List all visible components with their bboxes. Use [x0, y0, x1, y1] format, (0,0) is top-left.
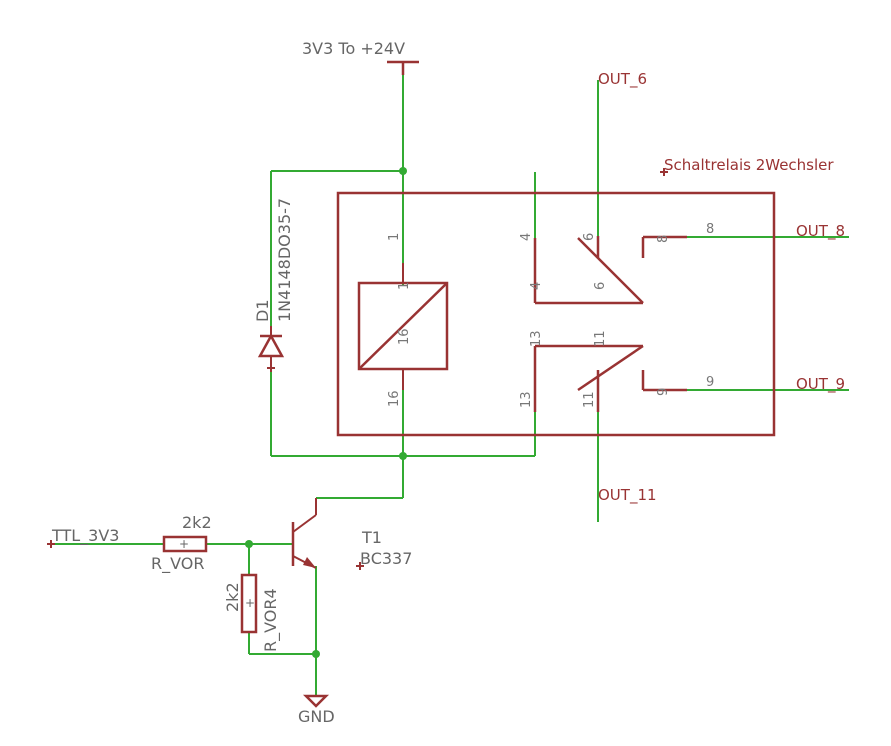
svg-text:+: + [245, 596, 255, 610]
input-origin-cross [47, 540, 55, 548]
relay-title: Schaltrelais 2Wechsler [664, 156, 834, 174]
junction-dot [312, 650, 320, 658]
pin-number: 6 [582, 233, 597, 241]
contact-switch-11 [577, 344, 644, 392]
wires [50, 75, 849, 695]
pin-number: 13 [529, 330, 544, 347]
resistor-r-vor4: + 2k2 R_VOR4 [223, 573, 281, 652]
transistor-name: T1 [361, 528, 382, 547]
junction-dots [245, 167, 407, 658]
pin-number: 6 [593, 282, 608, 290]
relay-outline [336, 191, 776, 437]
supply-label: 3V3 To +24V [302, 39, 405, 58]
diode-d1: D1 1N4148DO35-7 [253, 198, 294, 372]
r-vor4-value: 2k2 [223, 582, 242, 612]
out-6-label: OUT_6 [598, 70, 647, 89]
pin-number: 9 [656, 388, 671, 396]
pin-number: 4 [529, 282, 544, 290]
r-vor-value: 2k2 [182, 513, 212, 532]
pin-number: 16 [397, 328, 412, 345]
relay: Schaltrelais 2Wechsler 1 1 16 16 4 4 6 6… [336, 156, 834, 437]
input-label: TTL_3V3 [51, 526, 119, 546]
svg-text:+: + [179, 537, 189, 551]
out-9-label: OUT_9 [796, 375, 845, 394]
pin-number: 11 [582, 391, 597, 408]
pin-number: 8 [706, 222, 714, 237]
pin-number: 1 [397, 282, 412, 290]
out-11-label: OUT_11 [598, 486, 657, 505]
junction-dot [245, 540, 253, 548]
pin-number: 8 [656, 235, 671, 243]
relay-origin-cross [660, 168, 668, 176]
ground-label: GND [298, 707, 335, 726]
pin-number: 9 [706, 375, 714, 390]
r-vor4-name: R_VOR4 [261, 588, 281, 652]
contact-switch-6 [577, 237, 644, 304]
pin-number: 1 [387, 233, 402, 241]
diode-name: D1 [253, 300, 272, 323]
pin-number: 13 [519, 391, 534, 408]
ground-symbol: GND [298, 694, 335, 726]
pin-number: 11 [593, 330, 608, 347]
junction-dot [399, 452, 407, 460]
transistor-t1: T1 BC337 [291, 498, 412, 570]
r-vor-name: R_VOR [151, 554, 205, 574]
transistor-value: BC337 [360, 549, 412, 568]
resistor-r-vor: + 2k2 R_VOR [151, 513, 212, 574]
supply-symbol: 3V3 To +24V [302, 39, 419, 75]
diode-value: 1N4148DO35-7 [275, 198, 294, 322]
junction-dot [399, 167, 407, 175]
pin-number: 4 [519, 233, 534, 241]
pin-number: 16 [387, 390, 402, 407]
out-8-label: OUT_8 [796, 222, 845, 241]
